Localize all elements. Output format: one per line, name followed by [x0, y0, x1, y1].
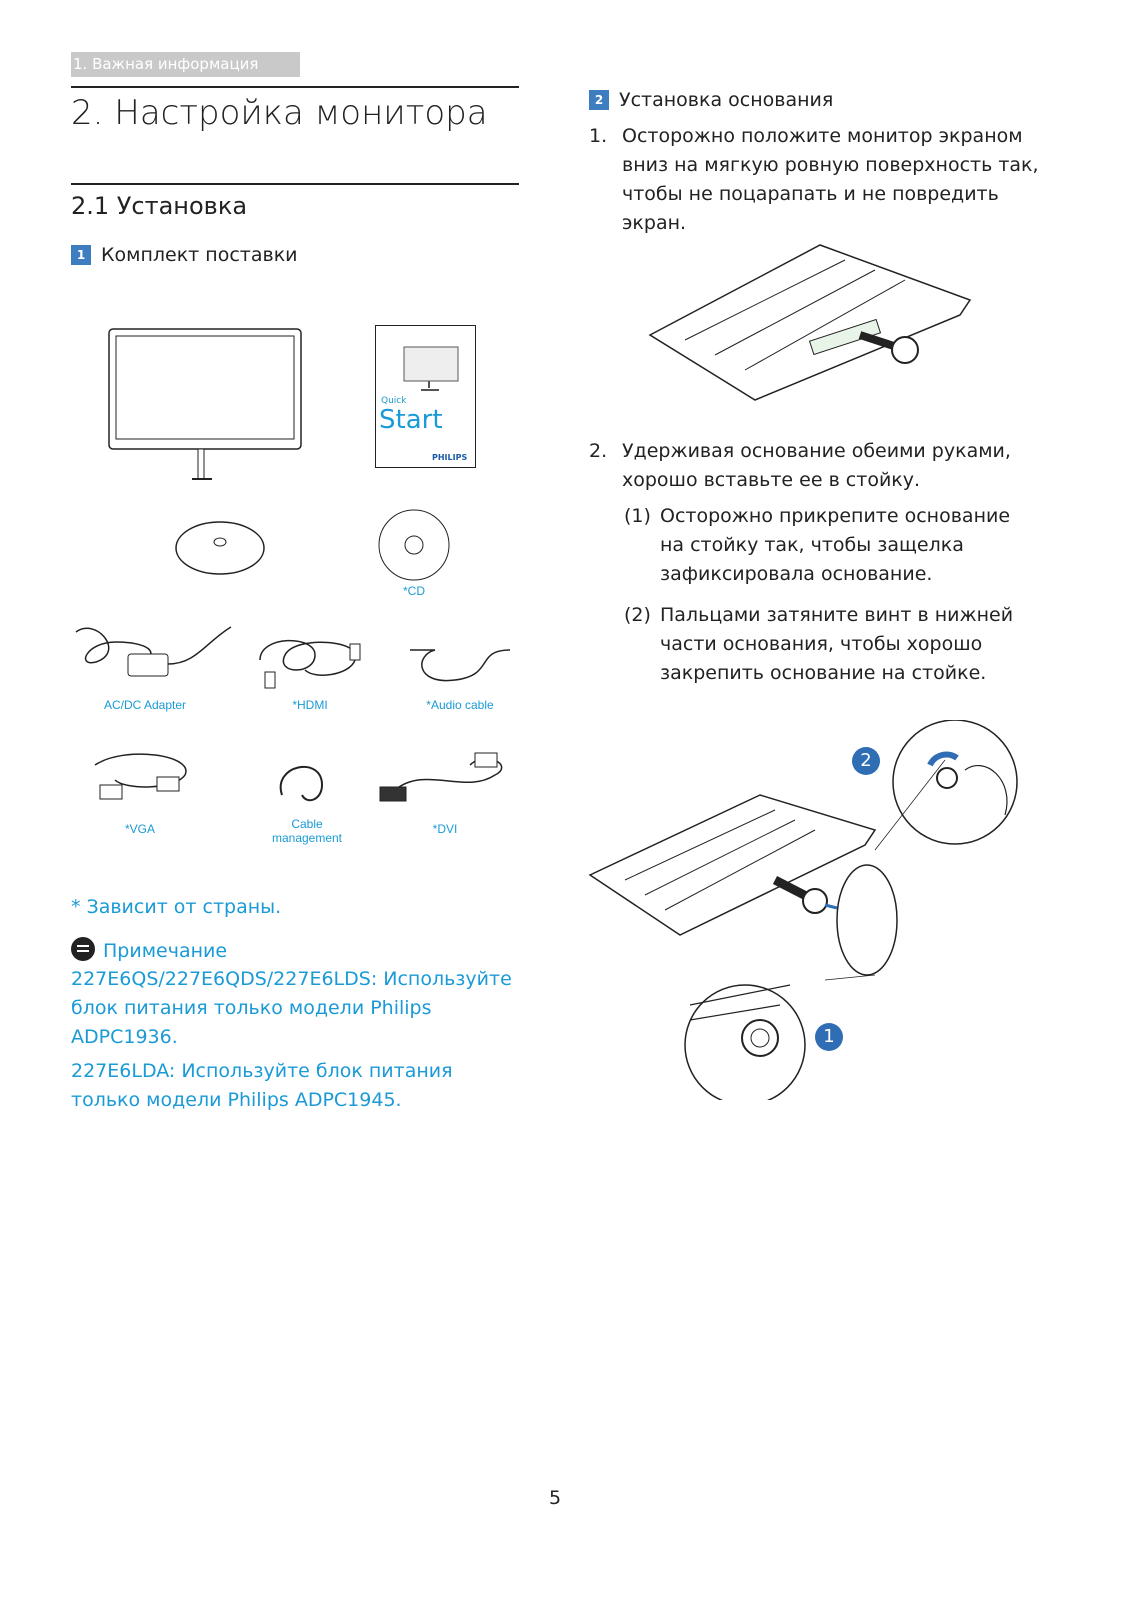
substep1-number: (1) — [624, 505, 651, 527]
step2-number: 2. — [589, 440, 608, 462]
section-title: 2.1 Установка — [71, 192, 248, 220]
breadcrumb: 1. Важная информация — [71, 52, 300, 77]
country-note: * Зависит от страны. — [71, 896, 282, 918]
note-heading: Примечание — [71, 937, 227, 962]
cd-caption: *CD — [402, 584, 425, 598]
base-attach-illustration — [588, 720, 1018, 1100]
hdmi-cable-illustration — [259, 639, 361, 689]
cable-management-illustration — [279, 766, 324, 802]
section-badge-2: 2 — [589, 90, 609, 110]
substep1-text: Осторожно прикрепите основание на стойку… — [660, 505, 1011, 585]
audio-caption: *Audio cable — [426, 698, 494, 712]
quick-start-booklet: Quick Start PHILIPS — [375, 325, 476, 468]
section-rule — [71, 183, 519, 185]
callout-1: 1 — [815, 1023, 843, 1051]
cd-illustration — [378, 509, 450, 581]
step2-text: Удерживая основание обеими руками, хорош… — [622, 440, 1011, 491]
substep2-number: (2) — [624, 604, 651, 626]
monitor-facedown-illustration — [648, 244, 972, 401]
page-number: 5 — [548, 1487, 562, 1509]
quick-start-title: Start — [379, 405, 443, 435]
base-disc-illustration — [175, 521, 265, 575]
hdmi-caption: *HDMI — [292, 698, 328, 712]
adapter-caption: AC/DC Adapter — [103, 698, 187, 712]
note-paragraph-2: 227E6LDA: Используйте блок питания тольк… — [71, 1060, 453, 1111]
step1-number: 1. — [589, 125, 608, 147]
audio-cable-illustration — [410, 649, 511, 682]
note-paragraph-1: 227E6QS/227E6QDS/227E6LDS: Используйте б… — [71, 968, 512, 1048]
philips-logo: PHILIPS — [432, 453, 468, 462]
monitor-illustration — [108, 328, 302, 480]
section-badge-1: 1 — [71, 245, 91, 265]
callout-2: 2 — [852, 747, 880, 775]
ac-adapter-illustration — [75, 626, 232, 677]
substep2-text: Пальцами затяните винт в нижней части ос… — [660, 604, 1014, 684]
vga-cable-illustration — [94, 753, 187, 800]
chapter-rule — [71, 86, 519, 88]
dvi-caption: *DVI — [432, 822, 458, 836]
dvi-cable-illustration — [379, 752, 503, 802]
chapter-title: 2. Настройка монитора — [71, 93, 488, 133]
monitor-thumbnail-icon — [403, 346, 459, 391]
step1-text: Осторожно положите монитор экраном вниз … — [622, 125, 1039, 234]
cable-management-caption: Cable management — [271, 817, 343, 845]
vga-caption: *VGA — [124, 822, 155, 836]
note-icon — [71, 937, 95, 961]
